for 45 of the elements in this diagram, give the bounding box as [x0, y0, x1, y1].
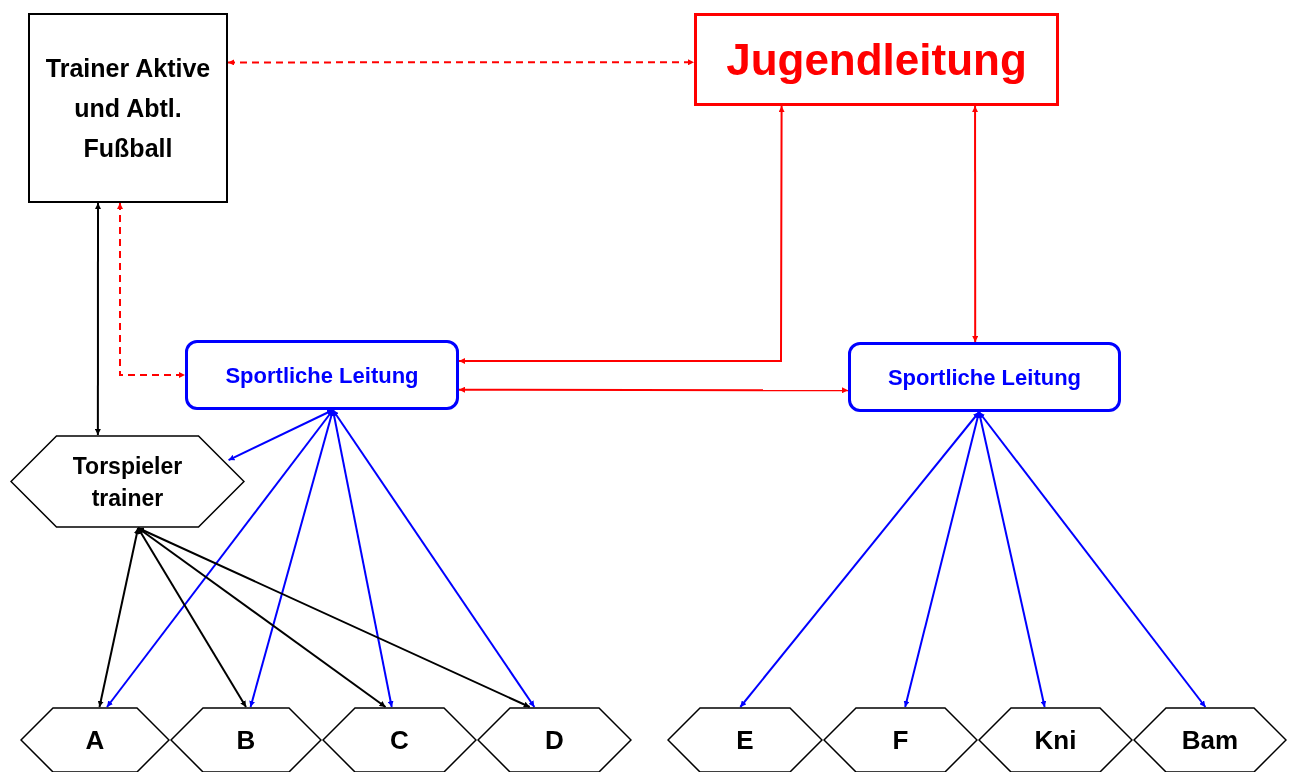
node-label: E — [736, 723, 754, 757]
node-label: Bam — [1181, 723, 1239, 757]
connector-arrow — [331, 409, 536, 708]
connector-arrow — [137, 527, 247, 708]
node-label: Torspieler trainer — [71, 451, 184, 513]
connector-arrow — [978, 411, 1207, 708]
node-label: Trainer Aktive und Abtl. Fußball — [44, 53, 212, 164]
node-label: Sportliche Leitung — [887, 363, 1082, 392]
connector-arrow — [977, 411, 1047, 708]
connector-arrow — [903, 411, 981, 708]
team-hexagon — [667, 707, 823, 772]
team-hexagon — [170, 707, 322, 772]
team-hexagon — [978, 707, 1133, 772]
role-box — [848, 342, 1121, 412]
node-label: Jugendleitung — [726, 33, 1027, 86]
team-hexagon — [20, 707, 170, 772]
connector-arrow — [458, 386, 849, 394]
connector-arrow — [97, 527, 140, 708]
connector-arrow — [137, 527, 387, 708]
connector-arrow — [249, 409, 335, 708]
node-label: B — [236, 723, 256, 757]
node-label: Kni — [1034, 723, 1077, 757]
connector-arrow — [972, 105, 979, 343]
team-hexagon — [1133, 707, 1287, 772]
role-hexagon — [10, 435, 245, 528]
node-label: A — [85, 723, 105, 757]
connector-arrow — [137, 527, 531, 708]
connector-arrow — [227, 409, 334, 462]
team-hexagon — [477, 707, 632, 772]
node-label: D — [545, 723, 564, 757]
role-box — [28, 13, 228, 203]
connector-arrow — [331, 409, 394, 708]
team-hexagon — [322, 707, 477, 772]
node-label: F — [892, 723, 909, 757]
team-hexagon — [823, 707, 978, 772]
connector-arrow — [117, 202, 186, 378]
node-label: C — [390, 723, 409, 757]
connector-arrow — [94, 202, 101, 436]
node-label: Sportliche Leitung — [225, 361, 419, 390]
connector-arrow — [739, 411, 981, 708]
connector-arrow — [458, 105, 785, 364]
role-box — [185, 340, 459, 410]
connector-arrow — [106, 409, 334, 708]
connector-arrow — [227, 59, 695, 66]
role-box — [694, 13, 1059, 106]
